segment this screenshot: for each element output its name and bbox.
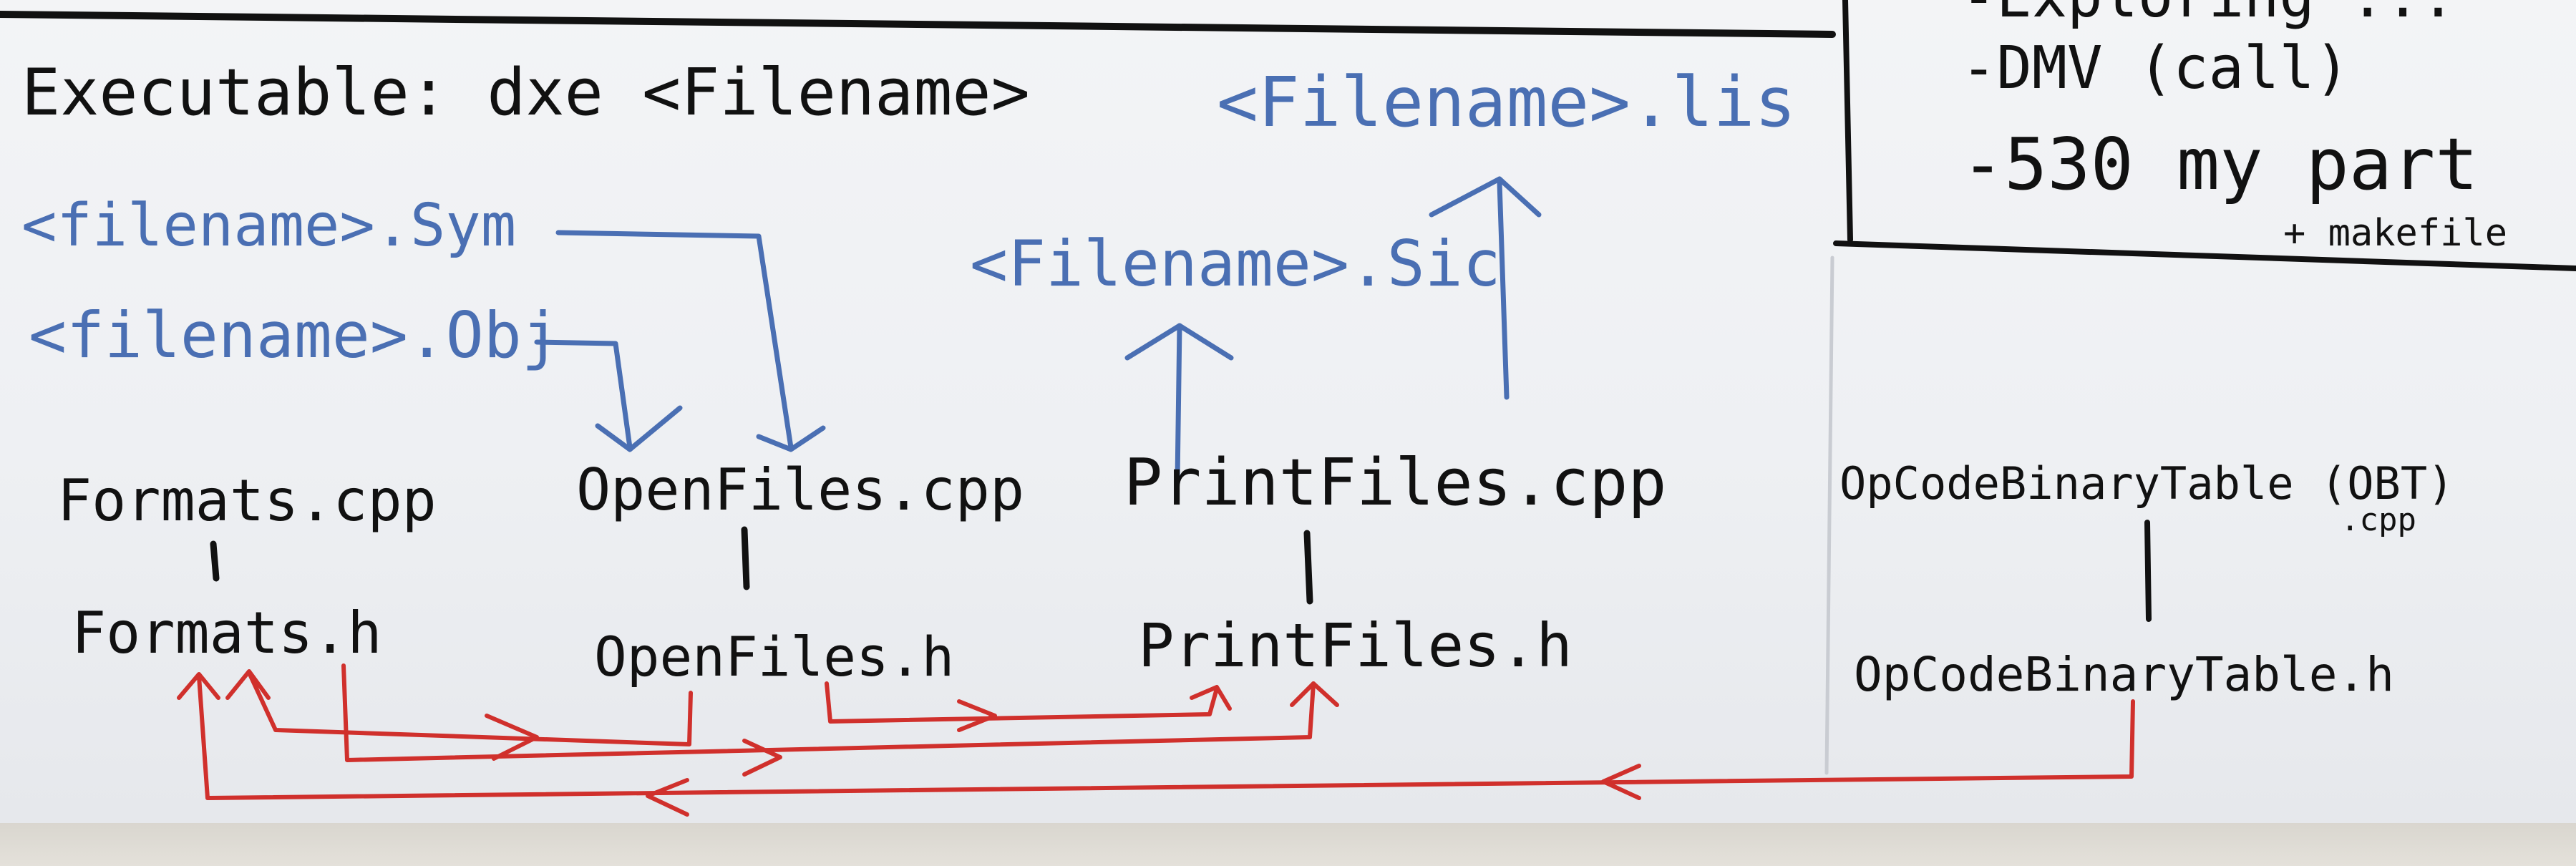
- red-chevron-4: [1601, 764, 1641, 800]
- printfiles-to-lis-arrow: [1497, 180, 1510, 400]
- note-dmv: -DMV (call): [1961, 34, 2351, 102]
- ledge: [0, 823, 2576, 866]
- openfiles-h-to-printfiles-arrow: [825, 681, 1219, 724]
- opcode-to-formats-arrow: [197, 674, 2135, 800]
- formats-cpp-label: Formats.cpp: [57, 467, 437, 534]
- red-chevron-5: [646, 778, 689, 817]
- formats-arrowhead-a: [225, 669, 271, 700]
- lis-arrowhead: [1429, 176, 1542, 218]
- opcode-cpp-label: OpCodeBinaryTable (OBT): [1839, 457, 2454, 510]
- openfiles-h-label: OpenFiles.h: [594, 625, 955, 689]
- sym-arrowhead: [756, 425, 826, 452]
- sym-to-openfiles-arrow: [555, 230, 794, 450]
- note-makefile: + makefile: [2283, 212, 2508, 255]
- printfiles-to-src-arrow: [1175, 323, 1182, 482]
- executable-label: Executable: dxe <Filename>: [21, 55, 1030, 130]
- openfiles-link: [741, 526, 750, 590]
- src-arrowhead: [1124, 323, 1234, 361]
- printfiles-cpp-label: PrintFiles.cpp: [1124, 445, 1667, 520]
- right-panel-divider: [1842, 0, 1853, 243]
- printfiles-arrowhead-b: [1190, 685, 1232, 711]
- printfiles-h-label: PrintFiles.h: [1138, 610, 1573, 681]
- printfiles-link: [1303, 530, 1313, 605]
- note-530: -530 my part: [1961, 122, 2479, 206]
- printfiles-arrowhead-a: [1290, 681, 1339, 707]
- red-chevron: [485, 714, 539, 761]
- red-chevron-3: [957, 699, 997, 732]
- formats-to-printfiles-arrow: [341, 663, 1316, 762]
- panel-seam: [1824, 256, 1834, 775]
- formats-link: [210, 540, 220, 582]
- obj-arrowhead: [595, 405, 683, 452]
- obj-to-openfiles-arrow: [534, 339, 633, 450]
- notes-underline: [1833, 240, 2576, 271]
- red-chevron-2: [742, 739, 782, 777]
- opcode-h-label: OpCodeBinaryTable.h: [1854, 647, 2394, 702]
- opcode-link: [2144, 520, 2152, 622]
- sym-file-label: <filename>.Sym: [21, 192, 517, 260]
- src-file-label: <Filename>.Sic: [970, 227, 1501, 301]
- note-exploring: -Exploring ...: [1961, 0, 2456, 26]
- formats-h-label: Formats.h: [72, 600, 382, 666]
- whiteboard: [0, 0, 2576, 823]
- openfiles-to-formats-arrow: [247, 671, 693, 746]
- opcode-cpp-ext-label: .cpp: [2341, 502, 2416, 538]
- openfiles-cpp-label: OpenFiles.cpp: [576, 457, 1025, 523]
- formats-arrowhead-b: [177, 672, 220, 700]
- top-divider-line: [0, 11, 1836, 38]
- obj-file-label: <filename>.Obj: [29, 298, 560, 372]
- lis-file-label: <Filename>.lis: [1217, 62, 1797, 142]
